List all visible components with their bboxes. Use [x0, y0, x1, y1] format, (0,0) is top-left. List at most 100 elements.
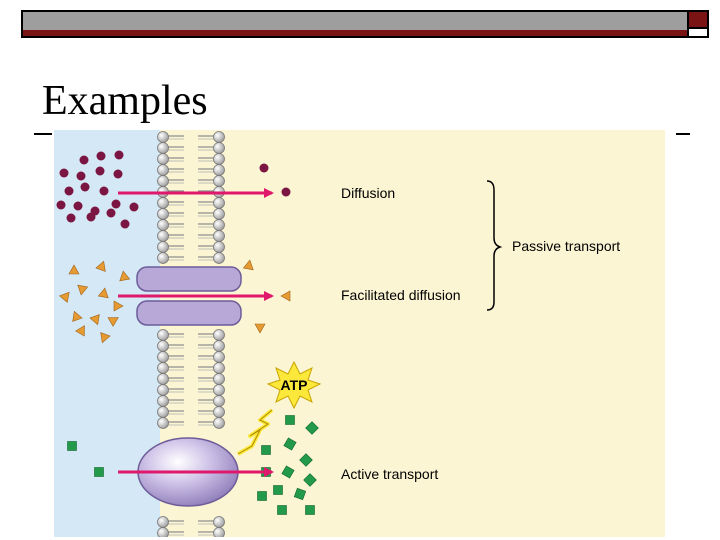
solute-triangle	[77, 284, 89, 296]
solute-square	[305, 421, 319, 435]
header-corner-red-square	[687, 12, 707, 29]
solute-molecule	[259, 163, 269, 173]
phospholipid-head	[157, 516, 169, 528]
solute-square	[283, 437, 297, 451]
actively-transported-molecules	[67, 415, 319, 515]
solute-triangle	[68, 264, 80, 275]
phospholipid-head	[157, 417, 169, 429]
solute-molecule	[281, 187, 291, 197]
solute-square	[293, 487, 307, 501]
solute-molecule	[86, 212, 96, 222]
phospholipid-head	[157, 351, 169, 363]
solute-molecule	[99, 186, 109, 196]
phospholipid-head	[157, 230, 169, 242]
phospholipid-head	[213, 406, 225, 418]
solute-molecule	[114, 150, 124, 160]
solute-molecule	[106, 208, 116, 218]
phospholipid-head	[157, 362, 169, 374]
phospholipid-head	[213, 208, 225, 220]
phospholipid-head	[157, 527, 169, 537]
slide-header-bar	[21, 10, 709, 38]
phospholipid-head	[157, 340, 169, 352]
phospholipid-head	[157, 252, 169, 264]
atp-burst: ATP	[266, 360, 322, 410]
solute-molecule	[64, 186, 74, 196]
intracellular-region	[160, 130, 665, 537]
solute-square	[94, 467, 104, 477]
solute-molecule	[96, 151, 106, 161]
solute-molecule	[120, 219, 130, 229]
header-gray-band	[23, 12, 687, 31]
phospholipid-head	[213, 131, 225, 143]
phospholipid-head	[213, 340, 225, 352]
phospholipid-head	[157, 142, 169, 154]
phospholipid-head	[157, 373, 169, 385]
phospholipid-head	[157, 175, 169, 187]
phospholipid-head	[213, 197, 225, 209]
phospholipid-head	[157, 131, 169, 143]
phospholipid-head	[213, 164, 225, 176]
solute-triangle	[280, 290, 291, 302]
solute-triangle	[100, 332, 111, 344]
solute-triangle	[254, 323, 266, 334]
solute-molecule	[95, 166, 105, 176]
solute-triangle	[97, 287, 109, 299]
solute-triangle	[59, 291, 70, 303]
phospholipid-head	[213, 384, 225, 396]
solute-molecule	[66, 213, 76, 223]
solute-triangle	[72, 310, 83, 322]
phospholipid-head	[157, 384, 169, 396]
facilitated-diffusion-label: Facilitated diffusion	[341, 287, 461, 303]
phospholipid-head	[213, 516, 225, 528]
solute-molecule	[59, 168, 69, 178]
solute-square	[305, 505, 315, 515]
solute-molecule	[56, 200, 66, 210]
slide-title: Examples	[42, 78, 208, 124]
phospholipid-head	[213, 219, 225, 231]
solute-square	[299, 453, 313, 467]
solute-square	[277, 505, 287, 515]
phospholipid-head	[157, 208, 169, 220]
solute-triangle	[107, 317, 119, 327]
phospholipid-head	[213, 142, 225, 154]
phospholipid-head	[213, 241, 225, 253]
solute-square	[281, 465, 295, 479]
facilitated-molecules	[59, 259, 291, 344]
header-red-band	[23, 30, 687, 36]
active-transport-label: Active transport	[341, 466, 438, 482]
solute-triangle	[119, 270, 131, 282]
title-rule-left	[34, 133, 52, 135]
solute-square	[257, 491, 267, 501]
phospholipid-head	[157, 197, 169, 209]
solute-molecule	[113, 169, 123, 179]
title-rule-right	[676, 133, 690, 135]
phospholipid-head	[213, 252, 225, 264]
solute-molecule	[73, 201, 83, 211]
solute-triangle	[95, 260, 106, 272]
passive-transport-label: Passive transport	[512, 238, 620, 254]
solute-square	[303, 473, 317, 487]
solute-molecule	[80, 182, 90, 192]
phospholipid-head	[157, 153, 169, 165]
phospholipid-head	[213, 527, 225, 537]
membrane-transport-diagram: ATP Diffusion Facilitated diffusion Acti…	[54, 130, 665, 537]
phospholipid-head	[157, 164, 169, 176]
phospholipid-head	[157, 329, 169, 341]
phospholipid-head	[213, 417, 225, 429]
passive-transport-bracket	[486, 180, 503, 311]
phospholipid-head	[213, 329, 225, 341]
diffusing-molecules	[56, 150, 291, 229]
solute-molecule	[111, 199, 121, 209]
solute-molecule	[79, 155, 89, 165]
solute-molecule	[129, 202, 139, 212]
lipid-bilayer	[157, 131, 225, 537]
phospholipid-head	[157, 406, 169, 418]
phospholipid-head	[213, 373, 225, 385]
solute-square	[273, 485, 283, 495]
solute-square	[261, 445, 271, 455]
solute-molecule	[76, 171, 86, 181]
solute-triangle	[113, 300, 124, 312]
phospholipid-head	[157, 241, 169, 253]
phospholipid-head	[157, 219, 169, 231]
phospholipid-head	[213, 362, 225, 374]
